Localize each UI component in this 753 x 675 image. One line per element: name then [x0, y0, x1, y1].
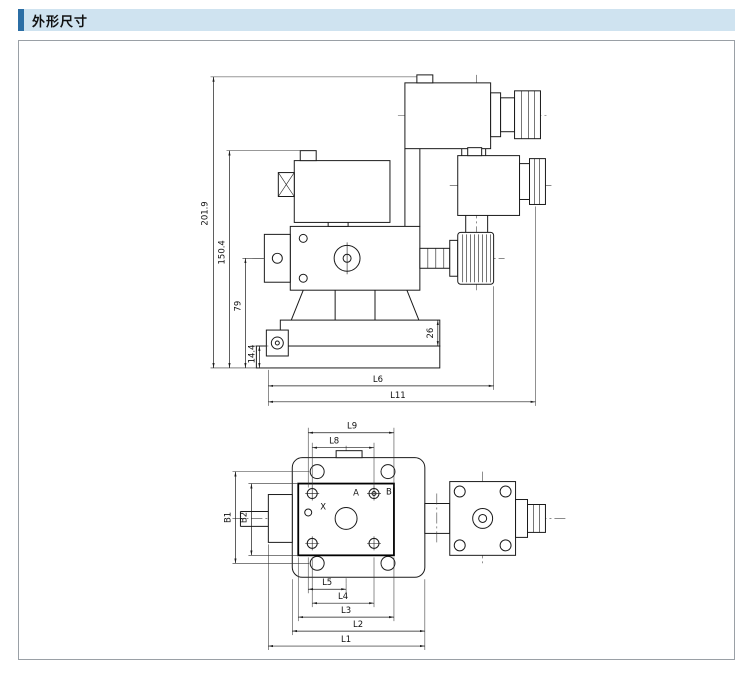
dim-b2: B2: [238, 512, 248, 523]
dim-l5: L5: [322, 577, 332, 587]
dim-height-14: 14.4: [246, 345, 256, 364]
dim-l11: L11: [390, 390, 406, 400]
dim-l8: L8: [329, 436, 339, 446]
valve-base: [255, 290, 441, 369]
port-label-b: B: [386, 487, 392, 497]
technical-drawing: 201.9 150.4 79 14.4 26: [200, 74, 568, 651]
dim-b1: B1: [222, 512, 232, 523]
manifold-body: [291, 450, 426, 578]
mounting-face: X A B: [297, 482, 395, 557]
dim-height-150: 150.4: [216, 240, 226, 264]
dim-l3: L3: [341, 605, 351, 615]
port-label-a: A: [353, 488, 359, 498]
dim-base-26: 26: [425, 328, 435, 339]
adjustment-knob: [419, 231, 495, 285]
side-view: 201.9 150.4 79 14.4 26: [200, 74, 552, 406]
top-view-dimensions: L9 L8 B1 B2: [222, 421, 426, 651]
right-solenoid-top-view: [424, 481, 546, 556]
dim-l1: L1: [341, 634, 351, 644]
section-header: 外形尺寸: [18, 9, 735, 31]
side-view-dimensions: 201.9 150.4 79 14.4 26: [200, 76, 536, 406]
dim-height-79: 79: [232, 301, 242, 312]
header-accent-bar: [18, 9, 24, 31]
dim-l9: L9: [347, 421, 357, 431]
left-port-block: [239, 494, 293, 543]
section-title: 外形尺寸: [32, 14, 89, 30]
dim-l4: L4: [338, 591, 348, 601]
drawing-frame: 201.9 150.4 79 14.4 26: [18, 40, 735, 660]
solenoid-right: [457, 147, 546, 233]
port-label-x: X: [320, 501, 326, 511]
dim-l2: L2: [353, 619, 363, 629]
pilot-valve-body: [263, 217, 421, 291]
solenoid-top: [404, 74, 541, 150]
dim-l6: L6: [373, 374, 383, 384]
dim-overall-height: 201.9: [200, 201, 210, 225]
top-view: X A B: [222, 421, 568, 651]
solenoid-left: [277, 150, 391, 223]
